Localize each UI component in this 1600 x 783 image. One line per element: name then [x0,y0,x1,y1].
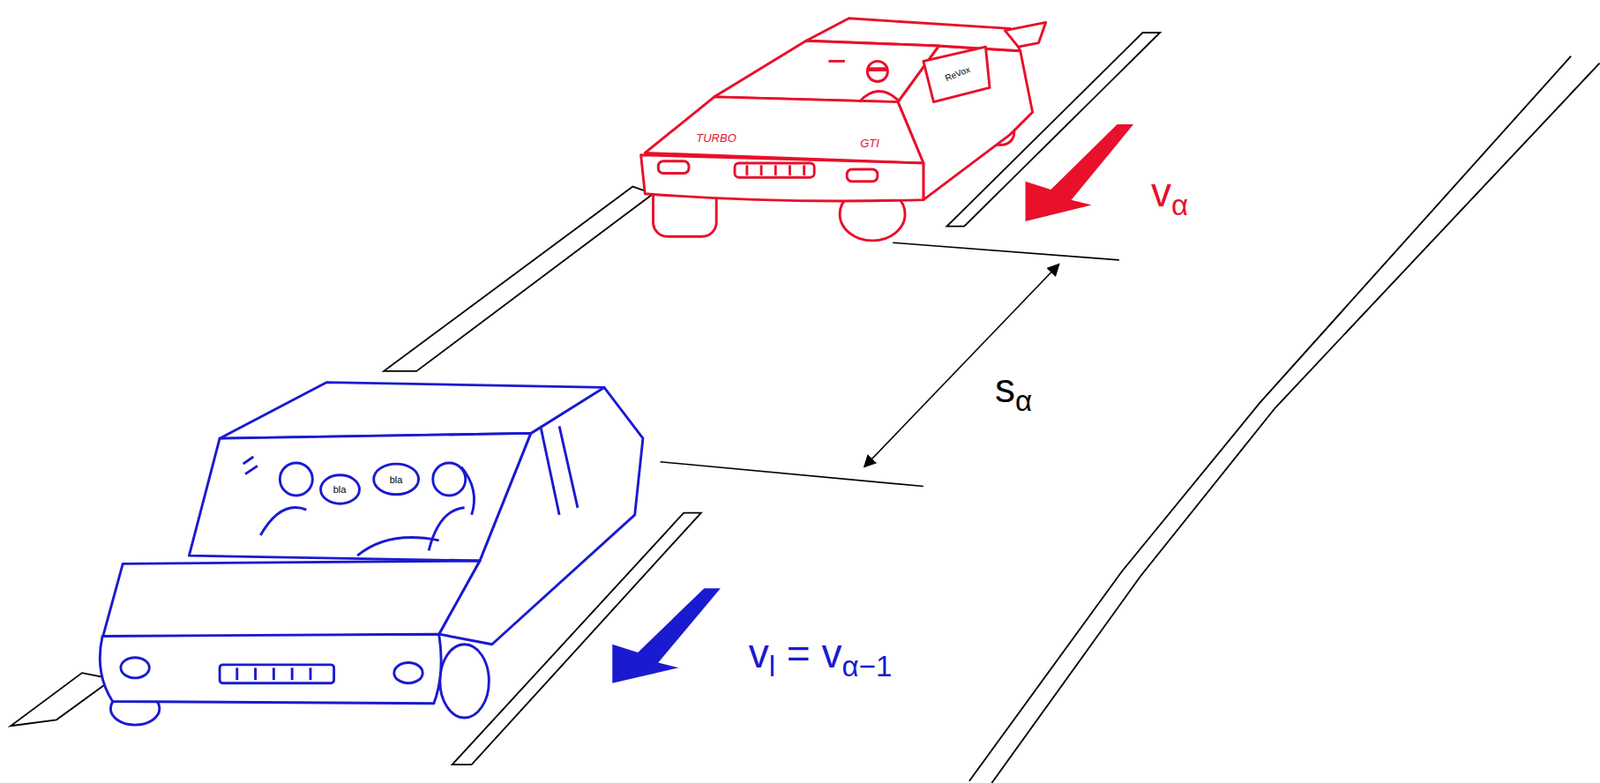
symbol: bla [389,474,404,486]
car-lettering: TURBO [695,132,737,144]
subscript: l [769,650,776,683]
velocity-arrow-follower [1025,124,1135,222]
gap-label: sα [994,367,1032,409]
symbol: = v [775,630,842,677]
symbol: bla [333,484,347,495]
symbol: TURBO [695,131,737,145]
subscript: α [1015,384,1032,418]
subscript: α [1171,188,1189,222]
symbol: s [994,365,1016,412]
velocity-label: vl = vα−1 [748,633,893,674]
red-sports-car [641,18,1047,241]
car-lettering: GTI [859,137,880,150]
speech-bubble-text: bla [333,485,347,495]
velocity-arrow-leader [612,588,721,684]
blue-sedan [99,382,643,726]
symbol: GTI [859,136,880,150]
subscript: α−1 [841,650,892,683]
velocity-label: vα [1151,171,1189,213]
gap-dimension [660,242,1120,486]
symbol: v [1151,169,1172,216]
road-markings [10,32,1600,783]
symbol: v [748,630,770,677]
speech-bubble-text: bla [389,475,404,486]
